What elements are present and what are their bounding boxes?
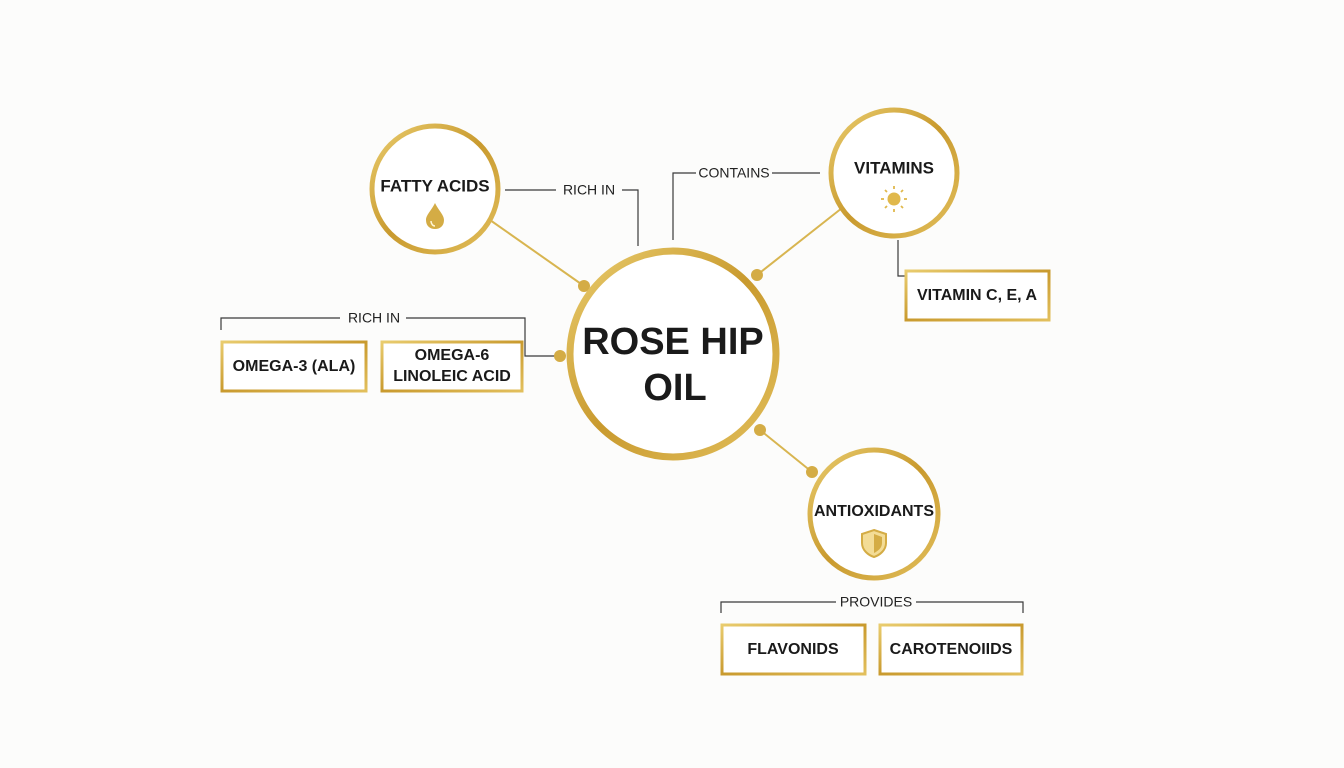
- junction-dot: [754, 424, 766, 436]
- box-flavonoids-label: FLAVONIDS: [747, 641, 839, 658]
- node-fatty-acids-label: FATTY ACIDS: [380, 176, 489, 195]
- node-antioxidants: ANTIOXIDANTS: [807, 447, 941, 581]
- bracket-fatty-rich-in: [505, 189, 639, 246]
- box-carotenoids: CAROTENOIIDS: [878, 623, 1024, 676]
- edge-label-vitamins-contains: CONTAINS: [698, 165, 769, 181]
- node-fatty-acids: FATTY ACIDS: [369, 123, 501, 255]
- hub-circle: [566, 247, 780, 461]
- shield-icon: [861, 528, 887, 559]
- edge-label-fatty-rich-in: RICH IN: [563, 182, 615, 198]
- node-vitamins-label: VITAMINS: [854, 158, 934, 177]
- box-omega6-line2: LINOLEIC ACID: [393, 368, 511, 385]
- junction-dot: [751, 269, 763, 281]
- connector-fatty-acids: [489, 219, 585, 287]
- box-carotenoids-label: CAROTENOIIDS: [890, 641, 1013, 658]
- hub-title-line2: OIL: [643, 367, 706, 409]
- node-antioxidants-circle: [807, 447, 941, 581]
- box-omega3: OMEGA-3 (ALA): [220, 340, 368, 393]
- hub-title-line1: ROSE HIP: [582, 321, 764, 363]
- box-flavonoids: FLAVONIDS: [720, 623, 867, 676]
- box-omega3-label: OMEGA-3 (ALA): [233, 358, 356, 375]
- connector-antioxidants: [759, 429, 813, 473]
- junction-dot: [578, 280, 590, 292]
- bracket-vitamins-contains: [672, 172, 820, 240]
- edge-label-left-rich-in: RICH IN: [348, 310, 400, 326]
- box-vitamin-list: VITAMIN C, E, A: [904, 269, 1051, 322]
- junction-dot: [554, 350, 566, 362]
- bracket-left-rich-in: [220, 317, 560, 357]
- sun-icon: [881, 186, 907, 212]
- connector-vitamins: [756, 207, 843, 276]
- junction-dot: [806, 466, 818, 478]
- node-fatty-acids-circle: [369, 123, 501, 255]
- node-vitamins: VITAMINS: [828, 107, 960, 239]
- box-omega6: OMEGA-6 LINOLEIC ACID: [380, 340, 524, 393]
- box-vitamin-list-label: VITAMIN C, E, A: [917, 287, 1037, 304]
- node-antioxidants-label: ANTIOXIDANTS: [814, 503, 934, 520]
- node-vitamins-circle: [828, 107, 960, 239]
- edge-label-provides: PROVIDES: [840, 594, 912, 610]
- box-omega6-line1: OMEGA-6: [415, 347, 490, 364]
